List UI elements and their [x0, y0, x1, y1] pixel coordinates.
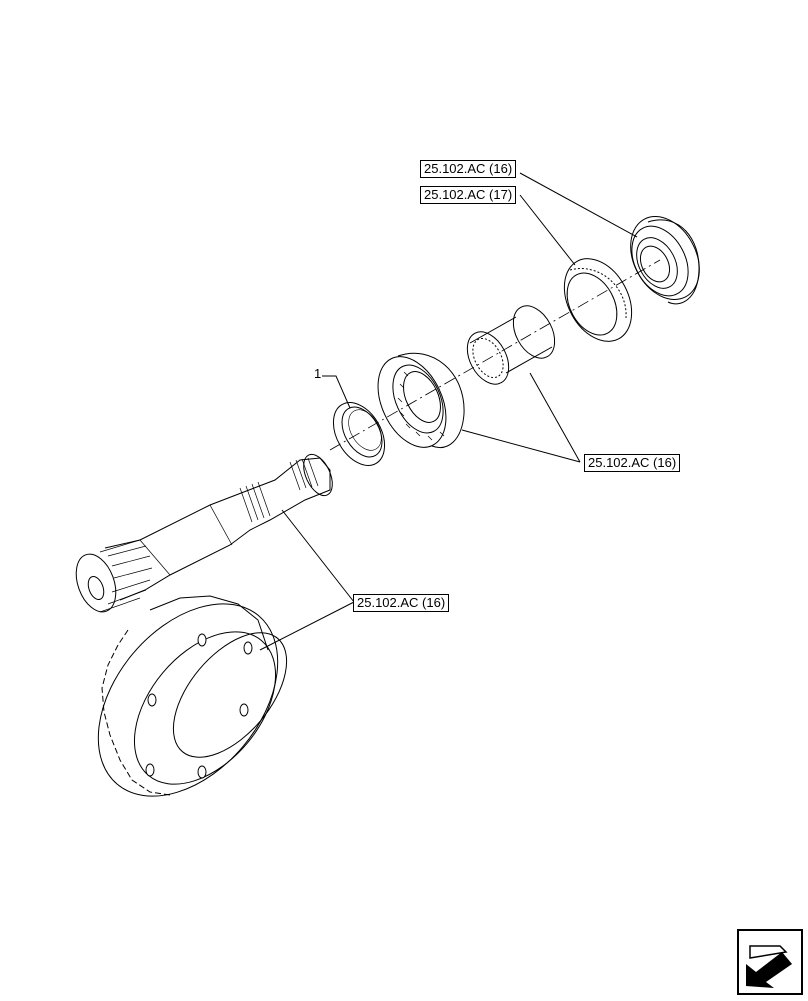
ref-link-bearing-top[interactable]: 25.102.AC (16): [420, 160, 517, 178]
next-page-arrow-icon[interactable]: [736, 928, 804, 996]
assembly-centerline: [329, 259, 661, 451]
ref-link-ring-top[interactable]: 25.102.AC (17): [420, 186, 517, 204]
leader-lines: [259, 172, 638, 651]
ref-link-pinion-gear[interactable]: 25.102.AC (16): [353, 594, 450, 612]
ref-link-bearing-spacer[interactable]: 25.102.AC (16): [584, 454, 681, 472]
arrow-icon-graphic: [737, 929, 803, 995]
bearing-cup-ring: [563, 258, 633, 342]
callout-item-1: 1: [314, 366, 322, 381]
pinion-shaft: [75, 453, 333, 613]
top-bearing: [630, 216, 700, 305]
spacer-sleeve: [466, 305, 556, 385]
thrust-washer: [332, 402, 386, 466]
ring-gear: [97, 595, 288, 797]
large-bearing: [377, 352, 465, 448]
